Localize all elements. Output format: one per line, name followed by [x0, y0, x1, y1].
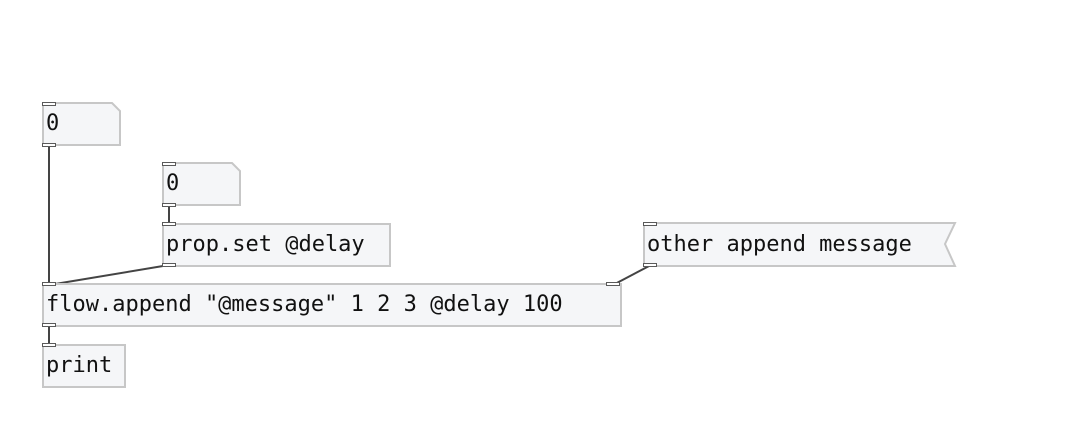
number-box-1-outlet[interactable]: [42, 143, 56, 147]
wire-message-to-flow-append-right-inlet[interactable]: [612, 264, 652, 286]
message-box-outline: [643, 222, 957, 267]
wire-prop-set-to-flow-append[interactable]: [48, 264, 170, 286]
number-box-1[interactable]: 0: [42, 102, 122, 147]
message-box-label: other append message: [647, 232, 912, 257]
prop-set-object[interactable]: prop.set @delay: [162, 223, 391, 267]
number-box-2-outlet[interactable]: [162, 203, 176, 207]
prop-set-object-label: prop.set @delay: [166, 232, 365, 257]
number-box-2-value: 0: [166, 171, 180, 196]
message-box-inlet[interactable]: [643, 222, 657, 226]
flow-append-object[interactable]: flow.append "@message" 1 2 3 @delay 100: [42, 283, 622, 327]
flow-append-left-inlet[interactable]: [42, 282, 56, 286]
print-object[interactable]: print: [42, 344, 126, 388]
number-box-2[interactable]: 0: [162, 162, 242, 207]
flow-append-right-inlet[interactable]: [606, 282, 620, 286]
print-inlet[interactable]: [42, 343, 56, 347]
message-box[interactable]: other append message: [643, 222, 959, 268]
number-box-1-inlet[interactable]: [42, 102, 56, 106]
message-box-outlet[interactable]: [643, 263, 657, 267]
flow-append-object-label: flow.append "@message" 1 2 3 @delay 100: [46, 292, 563, 317]
number-box-1-outline: [42, 102, 121, 146]
number-box-2-inlet[interactable]: [162, 162, 176, 166]
print-object-label: print: [46, 353, 113, 378]
flow-append-outlet[interactable]: [42, 323, 56, 327]
prop-set-inlet[interactable]: [162, 222, 176, 226]
prop-set-outlet[interactable]: [162, 263, 176, 267]
number-box-2-outline: [162, 162, 241, 206]
number-box-1-value: 0: [46, 111, 60, 136]
